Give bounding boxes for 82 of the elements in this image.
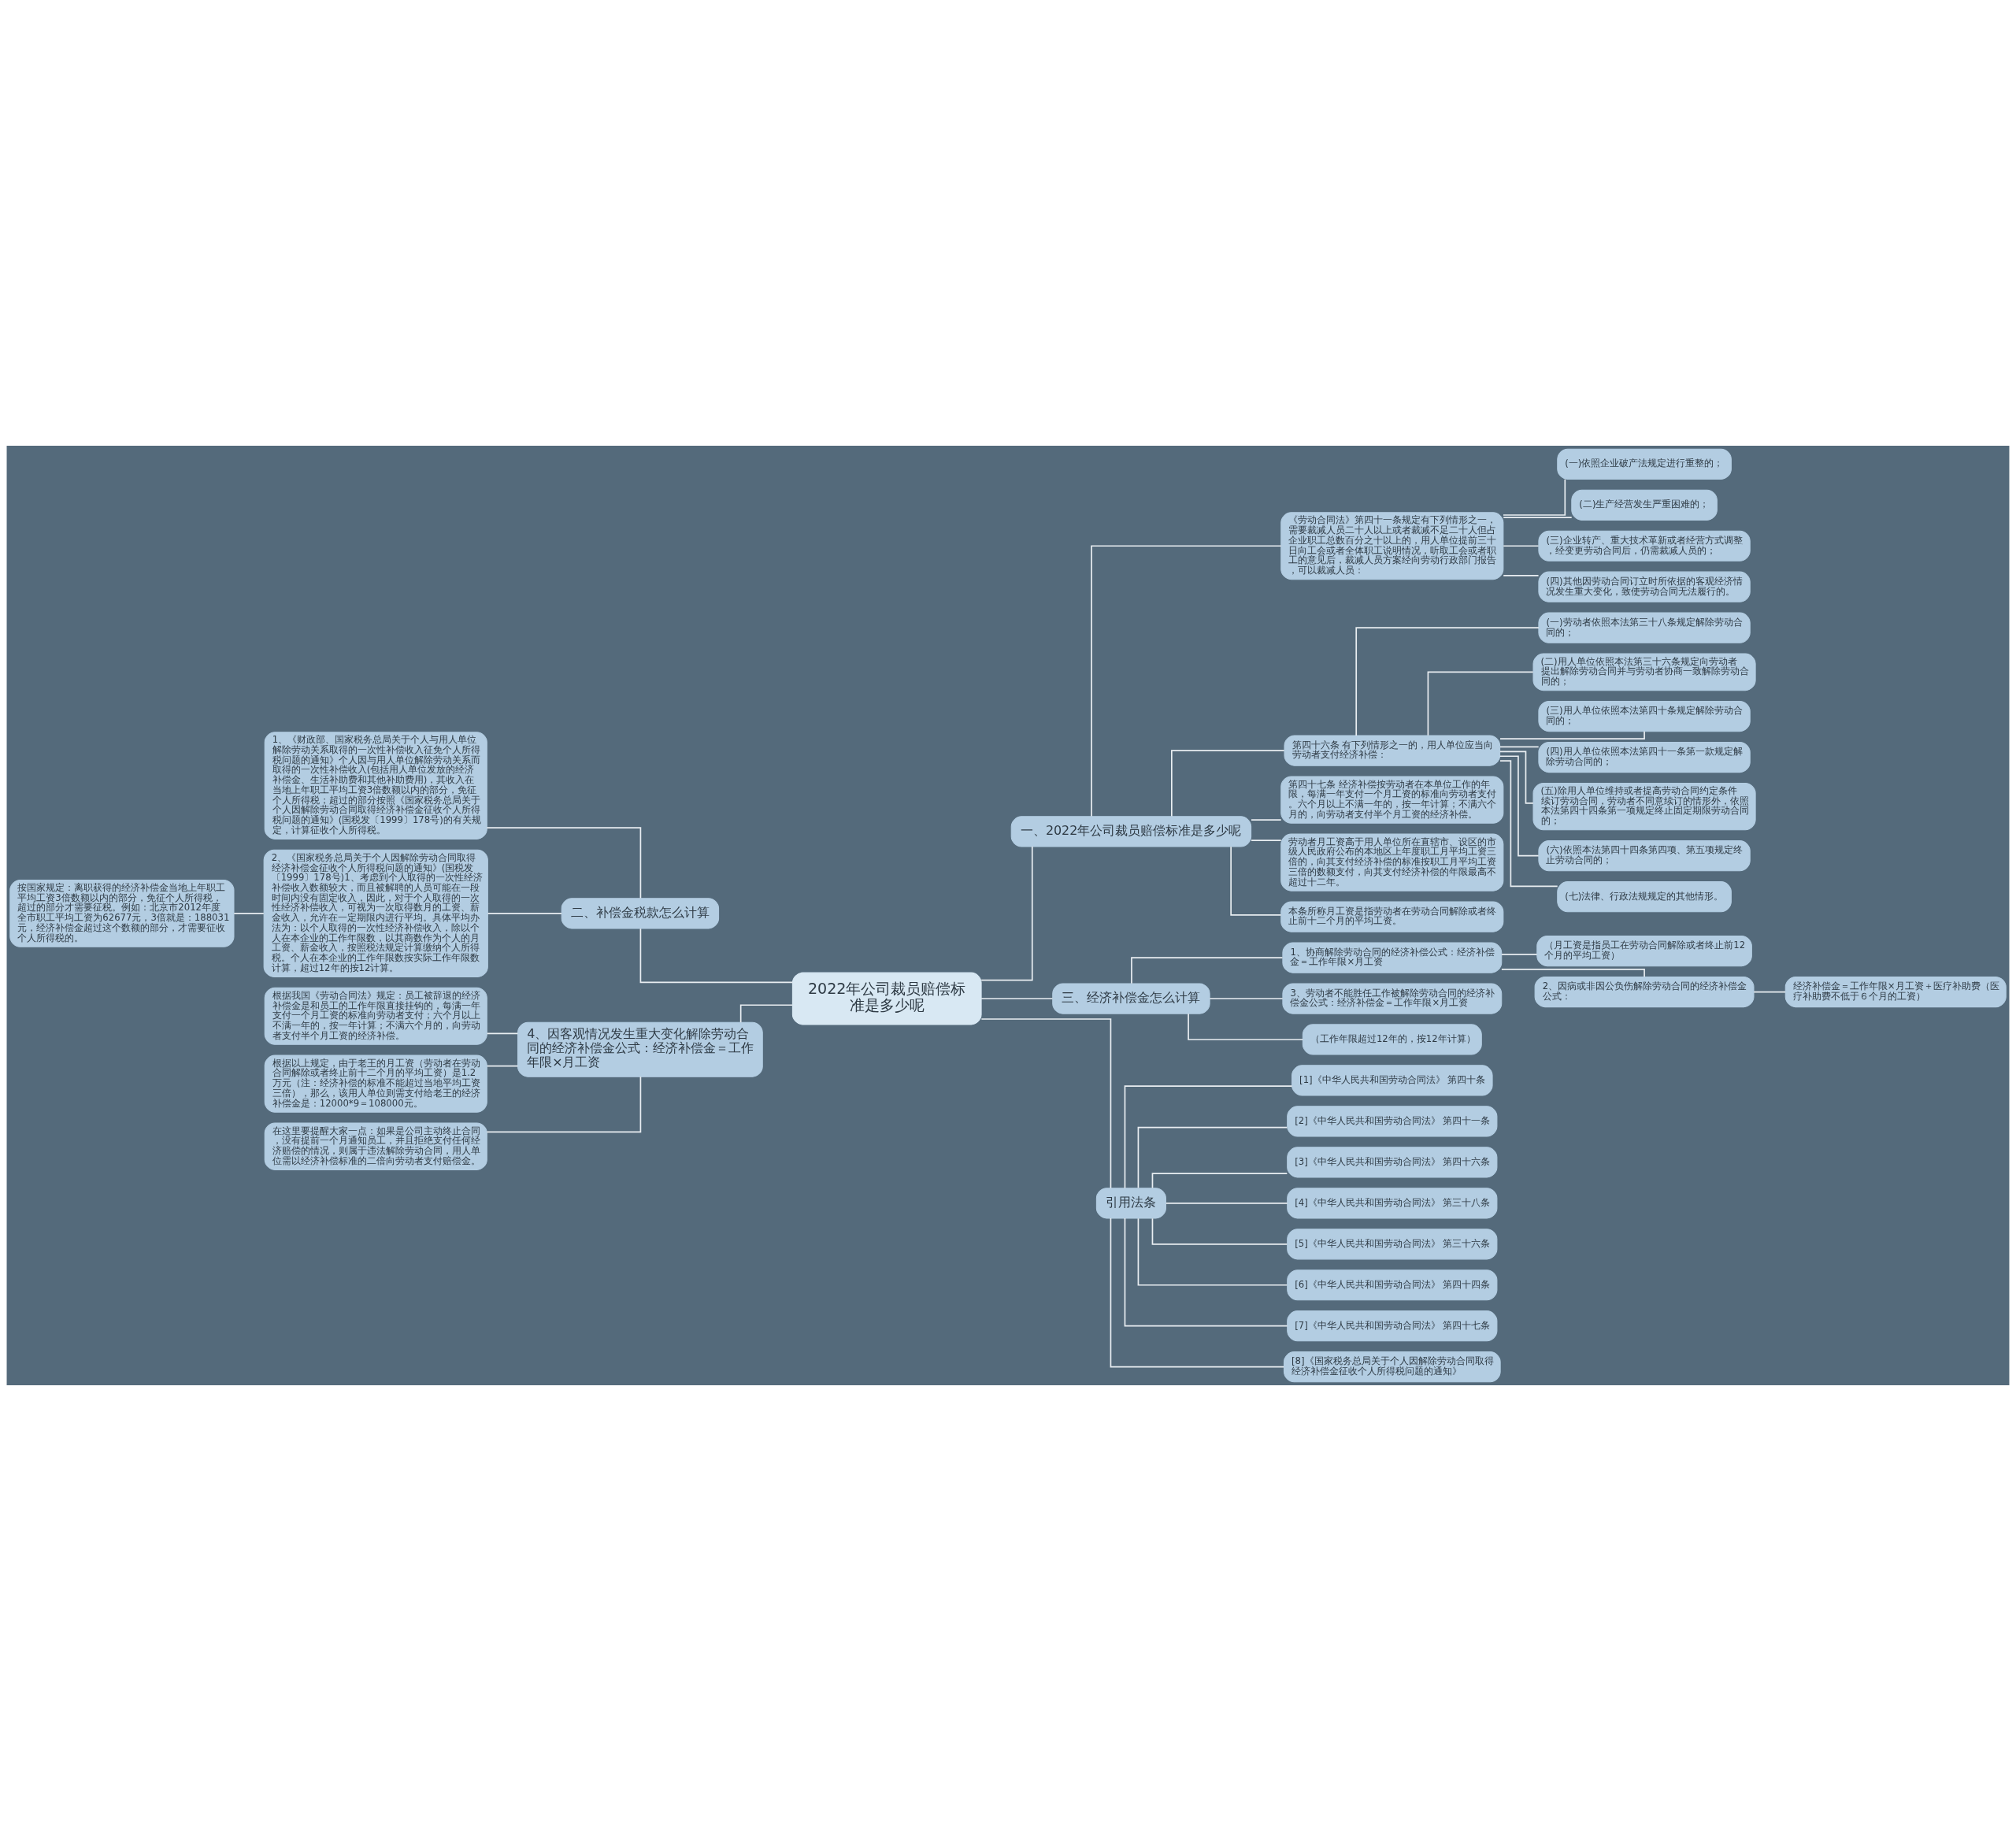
connector [1124,1218,1288,1327]
node-box: 2、因病或非因公负伤解除劳动合同的经济补偿金公式： [1534,976,1755,1008]
node-box: (七)法律、行政法规规定的其他情形。 [1557,881,1732,913]
connector [1151,1218,1288,1245]
connector [487,913,562,914]
connector [980,846,1033,981]
connector [1230,846,1282,916]
node-box: 根据以上规定，由于老王的月工资（劳动者在劳动合同解除或者终止前十二个月的平均工资）是1.2万元（注：经济补偿的标准不能超过当地平均工资三倍），那么，该用人单位则需支付给老王的经济补偿金是：12000*9＝108000元。 [264,1054,487,1113]
connector [233,913,265,914]
node-box: [7]《中华人民共和国劳动合同法》 第四十七条 [1287,1310,1498,1342]
node-box: 1、协商解除劳动合同的经济补偿公式：经济补偿金＝工作年限×月工资 [1282,942,1503,973]
node-box: [3]《中华人民共和国劳动合同法》 第四十六条 [1287,1147,1498,1178]
connector [1137,1218,1288,1286]
connector [1124,1085,1293,1189]
node-box: [1]《中华人民共和国劳动合同法》 第四十条 [1292,1065,1493,1096]
node-box: (四)其他因劳动合同订立时所依据的客观经济情况发生重大变化，致使劳动合同无法履行的。 [1538,571,1751,602]
node-box: 《劳动合同法》第四十一条规定有下列情形之一，需要裁减人员二十人以上或者裁减不足二十人但占企业职工总数百分之十以上的，用人单位提前三十日向工会或者全体职工说明情况，听取工会或者职工的意见后，裁减人员方案经向劳动行政部门报告，可以裁减人员： [1280,512,1504,580]
node-box: [5]《中华人民共和国劳动合同法》 第三十六条 [1287,1229,1498,1260]
node-box: （月工资是指员工在劳动合同解除或者终止前12个月的平均工资） [1536,935,1752,967]
connector [1427,671,1534,736]
connector [1499,760,1558,888]
node-box: 一、2022年公司裁员赔偿标准是多少呢 [1010,816,1252,847]
node-box: (一)依照企业破产法规定进行重整的； [1557,448,1732,480]
connector [1499,751,1534,804]
node-box: 按国家规定：离职获得的经济补偿金当地上年职工平均工资3倍数额以内的部分，免征个人所得税，超过的部分才需要征税。例如：北京市2012年度全市职工平均工资为62677元，3倍就是：188031元，经济补偿金超过这个数额的部分，才需要征收个人所得税的。 [9,879,235,947]
node-box: [8]《国家税务总局关于个人因解除劳动合同取得经济补偿金征收个人所得税问题的通知》 [1283,1351,1501,1383]
connector [1753,991,1786,993]
connector [1251,819,1282,821]
node-box: (六)依照本法第四十四条第四项、第五项规定终止劳动合同的； [1538,840,1751,872]
connector [1503,478,1566,516]
node-box: （工作年限超过12年的，按12年计算） [1302,1024,1482,1055]
node-box: 在这里要提醒大家一点：如果是公司主动终止合同，没有提前一个月通知员工，并且拒绝支付任何经济赔偿的情况，则属于违法解除劳动合同，用人单位需以经济补偿标准的二倍向劳动者支付赔偿金。 [264,1122,487,1170]
connector [1091,545,1282,817]
connector [1110,1218,1284,1368]
node-box: 1、《财政部、国家税务总局关于个人与用人单位解除劳动关系取得的一次性补偿收入征免个人所得税问题的通知》个人因与用人单位解除劳动关系而取得的一次性补偿收入(包括用人单位发放的经济补偿金、生活补助费和其他补助费用)，其收入在当地上年职工平均工资3倍数额以内的部分，免征个人所得税；超过的部分按照《国家税务总局关于个人因解除劳动合同取得经济补偿金征收个人所得税问题的通知》(国税发〔1999〕178号)的有关规定，计算征收个人所得税。 [264,732,487,840]
connector [1503,517,1573,519]
connector [1209,998,1284,999]
connector [486,1076,642,1133]
connector [1151,1173,1288,1189]
node-box: 2022年公司裁员赔偿标准是多少呢 [791,972,982,1025]
node-box: 劳动者月工资高于用人单位所在直辖市、设区的市级人民政府公布的本地区上年度职工月平均工资三倍的，向其支付经济补偿的标准按职工月平均工资三倍的数额支付，向其支付经济补偿的年限最高不超过十二年。 [1280,833,1504,891]
connector [980,1018,1112,1189]
connector [486,827,642,899]
connector [1499,755,1540,857]
node-box: (四)用人单位依照本法第四十一条第一款规定解除劳动合同的； [1538,741,1751,773]
node-box: [2]《中华人民共和国劳动合同法》 第四十一条 [1287,1106,1498,1137]
connector [980,998,1054,999]
connector [1165,1202,1288,1204]
node-box: 三、经济补偿金怎么计算 [1052,983,1210,1014]
connector [1137,1126,1288,1189]
node-box: 3、劳动者不能胜任工作被解除劳动合同的经济补偿金公式：经济补偿金＝工作年限×月工资 [1282,983,1503,1014]
node-box: 根据我国《劳动合同法》规定：员工被辞退的经济补偿金是和员工的工作年限直接挂钩的，每满一年支付一个月工资的标准向劳动者支付；六个月以上不满一年的，按一年计算；不满六个月的，向劳动者支付半个月工资的经济补偿。 [264,987,487,1045]
node-box: 第四十六条 有下列情形之一的，用人单位应当向劳动者支付经济补偿： [1284,735,1501,766]
connector [486,1065,519,1067]
connector [739,1004,793,1024]
node-box: (三)企业转产、重大技术革新或者经营方式调整，经变更劳动合同后，仍需裁减人员的； [1538,530,1751,562]
node-box: 本条所称月工资是指劳动者在劳动合同解除或者终止前十二个月的平均工资。 [1280,901,1504,932]
connector [1188,1013,1304,1040]
connector [1171,750,1285,817]
connector [1503,545,1540,547]
connector [486,1032,519,1035]
connector [1131,957,1284,984]
node-box: [6]《中华人民共和国劳动合同法》 第四十四条 [1287,1269,1498,1301]
node-box: 二、补偿金税款怎么计算 [561,898,720,929]
node-box: 引用法条 [1095,1188,1166,1219]
node-box: 2、《国家税务总局关于个人因解除劳动合同取得经济补偿金征收个人所得税问题的通知》(国税发〔1999〕178号)1、考虑到个人取得的一次性经济补偿收入数额较大，而且被解聘的人员可能在一段时间内没有固定收入，因此，对于个人取得的一次性经济补偿收入，可视为一次取得数月的工资、薪金收入，允许在一定期限内进行平均。具体平均办法为：以个人取得的一次性经济补偿收入，除以个人在本企业的工作年限数，以其商数作为个人的月工资、薪金收入，按照税法规定计算缴纳个人所得税。个人在本企业的工作年限数按实际工作年限数计算，超过12年的按12计算。 [263,849,488,977]
node-box: (一)劳动者依照本法第三十八条规定解除劳动合同的； [1538,612,1751,643]
connector [639,928,794,984]
node-box: 第四十七条 经济补偿按劳动者在本单位工作的年限，每满一年支付一个月工资的标准向劳动者支付。六个月以上不满一年的，按一年计算；不满六个月的，向劳动者支付半个月工资的经济补偿。 [1280,776,1504,824]
connector [1499,746,1540,748]
connector [1355,627,1540,736]
connector [1501,953,1538,955]
node-box: (二)生产经营发生严重困难的； [1571,489,1718,521]
node-box: 经济补偿金＝工作年限×月工资＋医疗补助费（医疗补助费不低于６个月的工资） [1784,976,2007,1008]
node-box: (三)用人单位依照本法第四十条规定解除劳动合同的； [1538,700,1751,732]
node-box: [4]《中华人民共和国劳动合同法》 第三十八条 [1287,1188,1498,1219]
node-box: (五)除用人单位维持或者提高劳动合同约定条件续订劳动合同，劳动者不同意续订的情形外，依照本法第四十四条第一项规定终止固定期限劳动合同的； [1532,782,1756,831]
connector [1251,840,1282,841]
connector [1501,969,1645,978]
node-box: (二)用人单位依照本法第三十六条规定向劳动者提出解除劳动合同并与劳动者协商一致解除劳动合同的； [1532,653,1756,691]
connector [1503,575,1540,576]
node-box: 4、因客观情况发生重大变化解除劳动合同的经济补偿金公式：经济补偿金＝工作年限×月工资 [517,1021,763,1077]
